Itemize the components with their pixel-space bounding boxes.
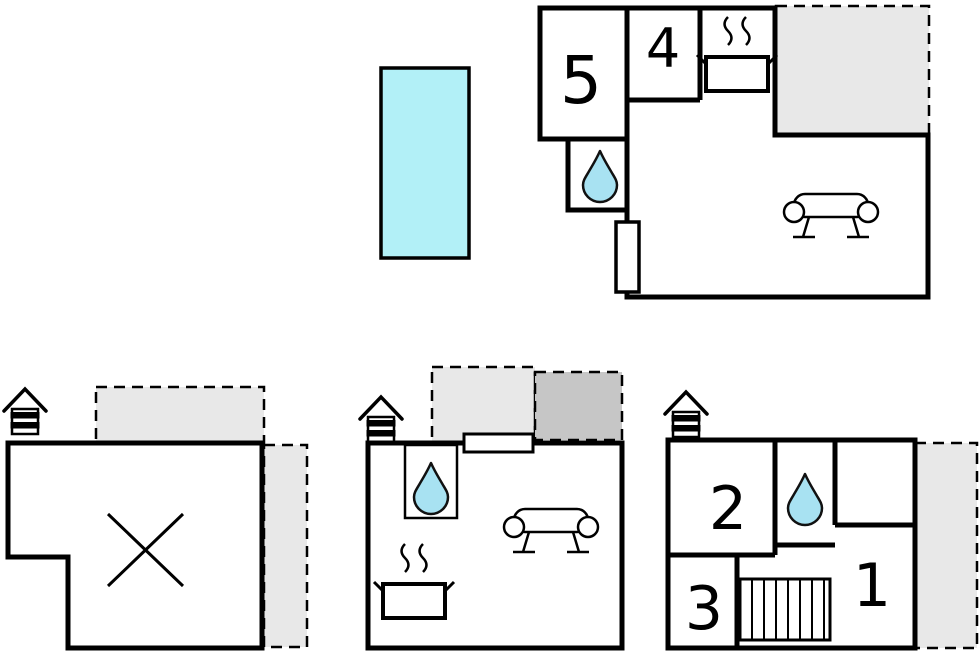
terrace-area-left-side: [262, 443, 309, 649]
cross-marker: [106, 512, 185, 588]
stairs-icon: [738, 577, 832, 642]
chimney-icon: [2, 387, 48, 436]
room-label-2: 2: [709, 474, 747, 544]
stairs-steps: [751, 579, 825, 640]
room-label-5: 5: [560, 42, 602, 119]
ground-plan-middle: [358, 365, 625, 651]
chimney-icon: [358, 395, 404, 444]
ground-plan-right: 2 1 3: [663, 390, 979, 651]
terrace-area-middle-dark: [533, 370, 624, 442]
exterior-wall-left-plan: [5, 440, 265, 651]
room-label-3: 3: [685, 574, 723, 644]
door-panel: [614, 220, 641, 294]
terrace-area-left-top: [94, 385, 266, 445]
upper-floor-plan: 5 4: [537, 4, 931, 300]
room-label-1: 1: [853, 551, 891, 621]
window-opening: [462, 432, 535, 454]
swimming-pool: [379, 66, 471, 260]
chimney-icon: [663, 390, 709, 439]
stairs-outline: [738, 577, 832, 642]
interior-walls-right-plan: [668, 440, 915, 648]
terrace-area-middle-light: [430, 365, 537, 445]
room-label-4: 4: [646, 17, 680, 80]
terrace-area-upper: [774, 4, 931, 136]
shower-enclosure: [403, 443, 459, 520]
ground-plan-left: [2, 385, 309, 651]
interior-walls-upper: [568, 8, 703, 210]
pool-water: [379, 66, 471, 260]
terrace-area-right-side: [913, 441, 979, 650]
